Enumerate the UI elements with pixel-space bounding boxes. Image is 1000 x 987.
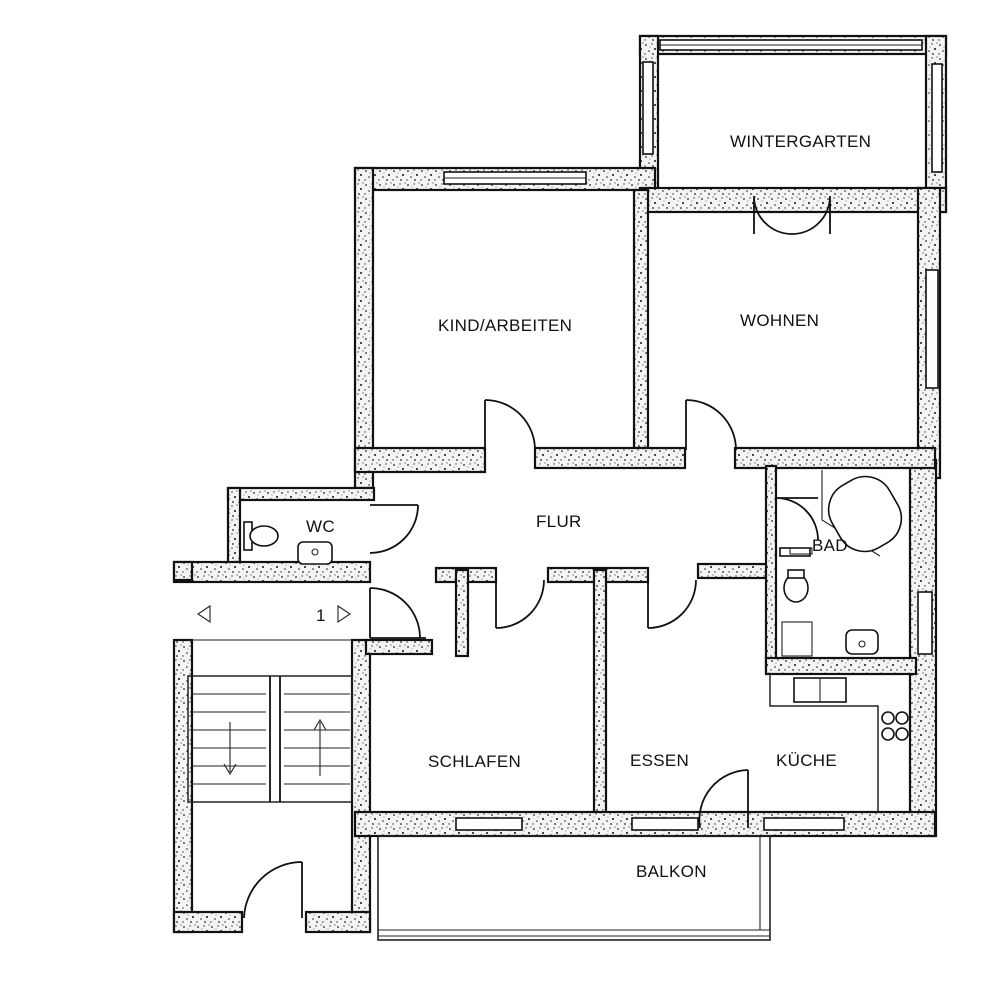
wall-stair-bottom-right — [304, 910, 372, 934]
window-kueche-bottom — [763, 817, 845, 831]
wall-schlafen-essen — [592, 568, 608, 820]
label-kueche: KÜCHE — [776, 751, 837, 770]
door-wc — [369, 504, 419, 554]
stair-triangle-right-icon — [337, 604, 351, 624]
wall-stair-left-upper — [172, 560, 194, 582]
wall-corridor-bottom-4 — [696, 562, 774, 580]
wall-stair-left — [172, 638, 194, 934]
stair-arrow-up — [313, 718, 327, 776]
doors — [243, 195, 831, 919]
door-essen — [647, 579, 697, 629]
label-wintergarten: WINTERGARTEN — [730, 132, 871, 151]
wall-schlafen-left — [454, 568, 470, 658]
door-stair-hall — [369, 587, 426, 639]
room-labels: WINTERGARTEN KIND/ARBEITEN WOHNEN FLUR W… — [306, 132, 871, 881]
window-essen-bottom — [631, 817, 699, 831]
door-wintergarten — [753, 195, 831, 235]
wall-bad-bottom — [764, 656, 918, 676]
door-kind — [484, 399, 536, 451]
door-balkon — [698, 769, 749, 829]
label-balkon: BALKON — [636, 862, 707, 881]
wall-corridor-top-3 — [733, 446, 937, 470]
stove-icon — [881, 711, 909, 741]
wall-bad-left — [764, 464, 778, 672]
window-wintergarten-right — [931, 63, 943, 173]
label-wohnen: WOHNEN — [740, 311, 819, 330]
toilet-wc-icon — [243, 521, 279, 551]
toilet-bad-icon — [779, 547, 811, 603]
wall-kind-wohnen — [632, 188, 650, 450]
label-bad: BAD — [812, 536, 848, 555]
window-schlafen-bottom — [455, 817, 523, 831]
door-schlafen — [495, 579, 545, 629]
door-wohnen — [685, 399, 737, 451]
wall-stair-bottom-left — [172, 910, 244, 934]
walls — [172, 34, 948, 934]
staircase — [187, 604, 353, 803]
sink-wc-icon — [297, 541, 333, 565]
label-wc: WC — [306, 517, 335, 536]
wall-left-upper — [353, 166, 375, 490]
bathtub-icon — [821, 470, 903, 557]
label-kind-arbeiten: KIND/ARBEITEN — [438, 316, 572, 335]
window-bad-right — [917, 591, 933, 655]
label-floor-number: 1 — [316, 606, 326, 625]
wall-wohnen-top — [638, 186, 948, 214]
window-wintergarten-left — [642, 61, 654, 155]
stair-triangle-left-icon — [197, 604, 211, 624]
balkon — [377, 835, 771, 941]
stair-arrow-down — [223, 722, 237, 776]
windows — [443, 39, 943, 831]
window-wohnen-right — [925, 269, 939, 389]
label-flur: FLUR — [536, 512, 582, 531]
wall-corridor-top-2 — [533, 446, 687, 470]
wall-wc-top — [226, 486, 376, 502]
door-bad — [775, 497, 819, 541]
door-entrance — [243, 861, 303, 919]
wall-corridor-bottom-1 — [364, 638, 434, 656]
label-schlafen: SCHLAFEN — [428, 752, 521, 771]
wall-wc-left — [226, 486, 242, 570]
fixtures — [243, 470, 909, 812]
wall-stair-top — [172, 560, 372, 584]
label-essen: ESSEN — [630, 751, 689, 770]
sink-bad-icon — [845, 629, 879, 655]
kitchen-counter — [769, 674, 909, 812]
wall-stair-right — [350, 638, 372, 934]
wall-corridor-top-1 — [353, 446, 487, 474]
